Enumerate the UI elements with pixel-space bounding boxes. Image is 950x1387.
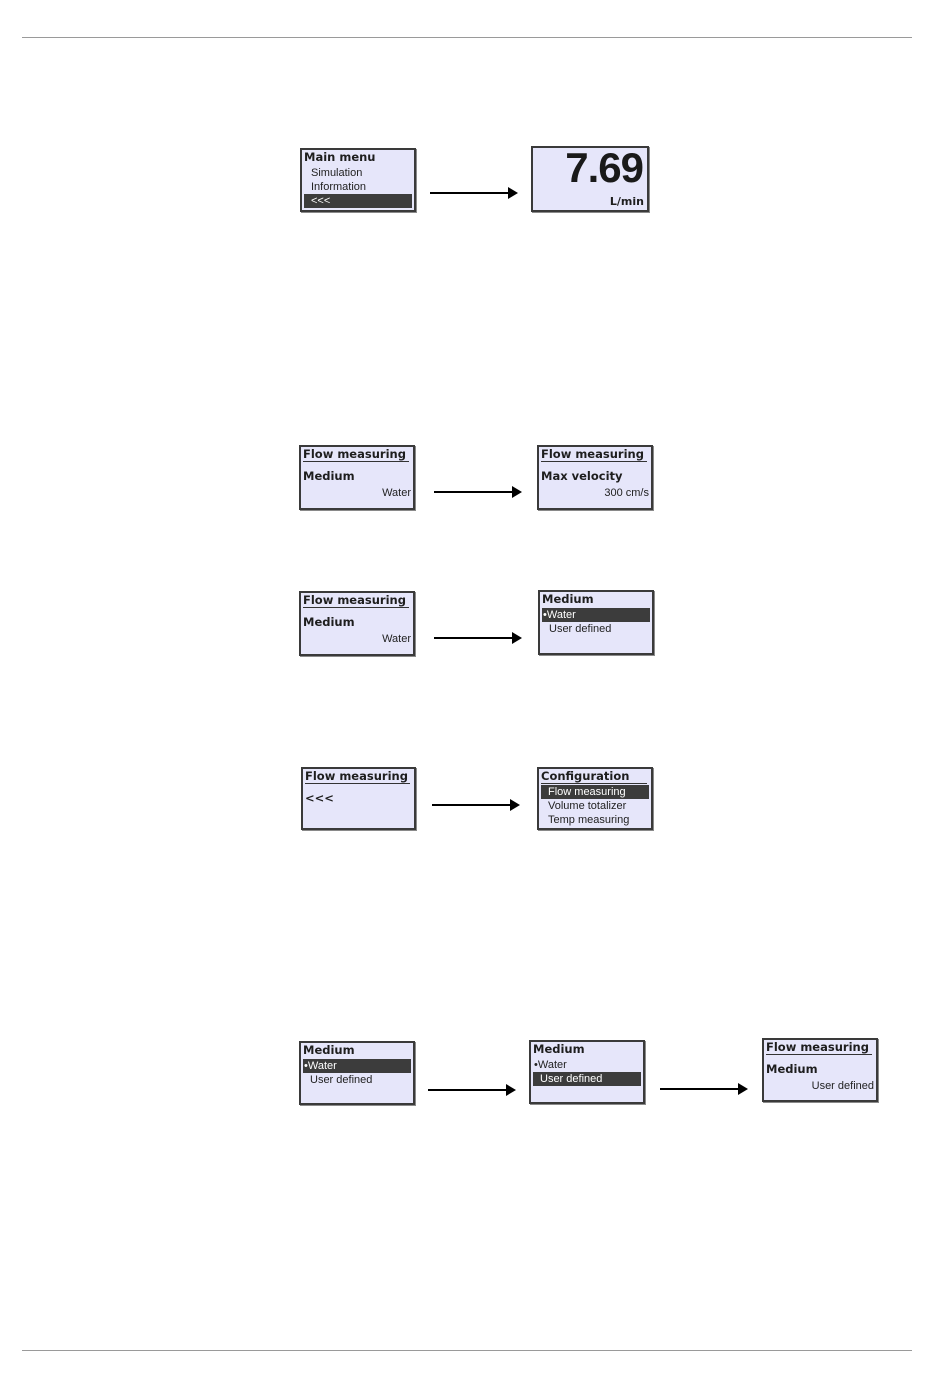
arrow-right-icon: [434, 486, 522, 498]
flow-measuring-back-screen: Flow measuring <<<: [301, 767, 416, 830]
screen-title: Flow measuring: [541, 448, 647, 462]
parameter-label: Medium: [303, 469, 355, 483]
selected-bullet-icon: •: [304, 1060, 308, 1072]
parameter-label: Medium: [766, 1062, 818, 1076]
screen-title: Configuration: [541, 770, 647, 784]
option-label: Water: [537, 1059, 567, 1071]
selected-bullet-icon: •: [543, 609, 547, 621]
medium-select-screen: Medium •Water User defined: [529, 1040, 645, 1104]
flow-display-screen: 7.69 L/min: [531, 146, 649, 212]
main-menu-screen: Main menu Simulation Information <<<: [300, 148, 416, 212]
arrow-right-icon: [432, 799, 520, 811]
parameter-value: 300 cm/s: [604, 487, 649, 499]
menu-item-back[interactable]: <<<: [304, 194, 412, 208]
footer-rule: [22, 1350, 912, 1351]
medium-select-screen: Medium •Water User defined: [299, 1041, 415, 1105]
parameter-label: Max velocity: [541, 469, 623, 483]
flow-measuring-medium-screen: Flow measuring Medium Water: [299, 591, 415, 656]
option-water[interactable]: •Water: [542, 608, 650, 622]
screen-title: Main menu: [304, 150, 376, 164]
back-item[interactable]: <<<: [305, 791, 334, 805]
menu-item-temp-measuring[interactable]: Temp measuring: [548, 814, 630, 826]
menu-item-flow-measuring[interactable]: Flow measuring: [541, 785, 649, 799]
screen-title: Flow measuring: [303, 594, 409, 608]
parameter-value: Water: [382, 633, 411, 645]
flow-unit: L/min: [609, 195, 644, 208]
option-label: Water: [546, 609, 576, 621]
parameter-label: Medium: [303, 615, 355, 629]
selected-bullet-icon: •: [534, 1059, 538, 1071]
arrow-right-icon: [428, 1084, 516, 1096]
parameter-value: Water: [382, 487, 411, 499]
flow-measuring-velocity-screen: Flow measuring Max velocity 300 cm/s: [537, 445, 653, 510]
screen-title: Flow measuring: [766, 1041, 872, 1055]
screen-title: Medium: [542, 592, 594, 606]
arrow-right-icon: [434, 632, 522, 644]
flow-measuring-medium-screen: Flow measuring Medium User defined: [762, 1038, 878, 1102]
option-user-defined[interactable]: User defined: [533, 1072, 641, 1086]
arrow-right-icon: [660, 1083, 748, 1095]
parameter-value: User defined: [811, 1080, 874, 1092]
screen-title: Flow measuring: [303, 448, 409, 462]
option-user-defined[interactable]: User defined: [310, 1074, 373, 1086]
screen-title: Medium: [303, 1043, 355, 1057]
header-rule: [22, 37, 912, 38]
arrow-right-icon: [430, 187, 518, 199]
menu-item-information[interactable]: Information: [311, 181, 367, 193]
screen-title: Flow measuring: [305, 770, 410, 784]
option-label: Water: [307, 1060, 337, 1072]
option-water[interactable]: •Water: [533, 1058, 641, 1072]
screen-title: Medium: [533, 1042, 585, 1056]
option-water[interactable]: •Water: [303, 1059, 411, 1073]
menu-item-simulation[interactable]: Simulation: [311, 167, 363, 179]
medium-select-screen: Medium •Water User defined: [538, 590, 654, 655]
option-user-defined[interactable]: User defined: [549, 623, 612, 635]
configuration-screen: Configuration Flow measuring Volume tota…: [537, 767, 653, 830]
menu-item-volume-totalizer[interactable]: Volume totalizer: [548, 800, 627, 812]
flow-value: 7.69: [565, 146, 644, 191]
flow-measuring-medium-screen: Flow measuring Medium Water: [299, 445, 415, 510]
